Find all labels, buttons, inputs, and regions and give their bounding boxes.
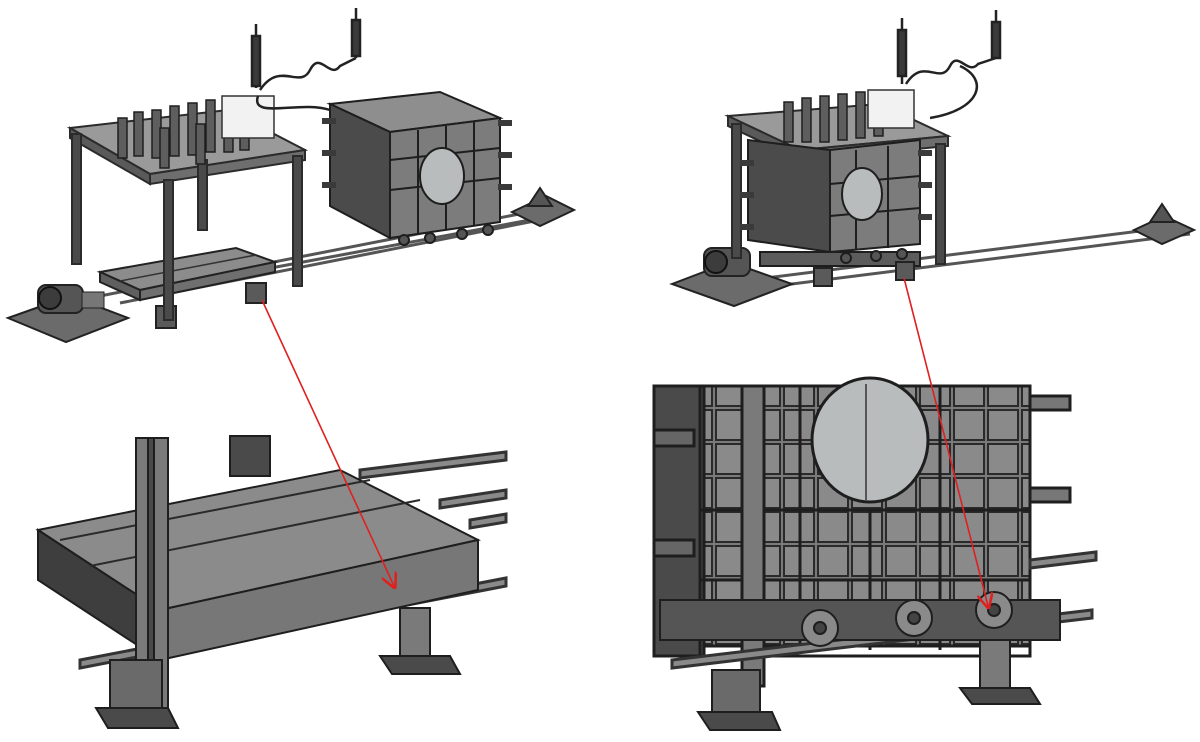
- mold-box: [322, 90, 512, 246]
- support-foot: [94, 607, 462, 729]
- viewport-window: [810, 376, 930, 504]
- right-callout-arrow: [903, 277, 988, 606]
- right-overview-panel: [669, 10, 1197, 308]
- winch: [1131, 202, 1197, 246]
- control-box: [867, 89, 915, 129]
- support-foot: [696, 639, 1042, 731]
- callout-arrows: [261, 277, 988, 606]
- left-callout-arrow: [261, 299, 394, 586]
- mold-box: [740, 138, 932, 267]
- wheel-set: [659, 591, 1061, 647]
- left-detail-panel: [35, 435, 508, 729]
- left-overview-panel: [5, 8, 577, 344]
- hose-hanger: [250, 8, 362, 112]
- winch: [509, 186, 577, 228]
- control-box: [221, 95, 275, 139]
- motor-unit: [5, 284, 131, 344]
- right-detail-panel: [652, 376, 1098, 731]
- hose-hanger: [896, 10, 1002, 120]
